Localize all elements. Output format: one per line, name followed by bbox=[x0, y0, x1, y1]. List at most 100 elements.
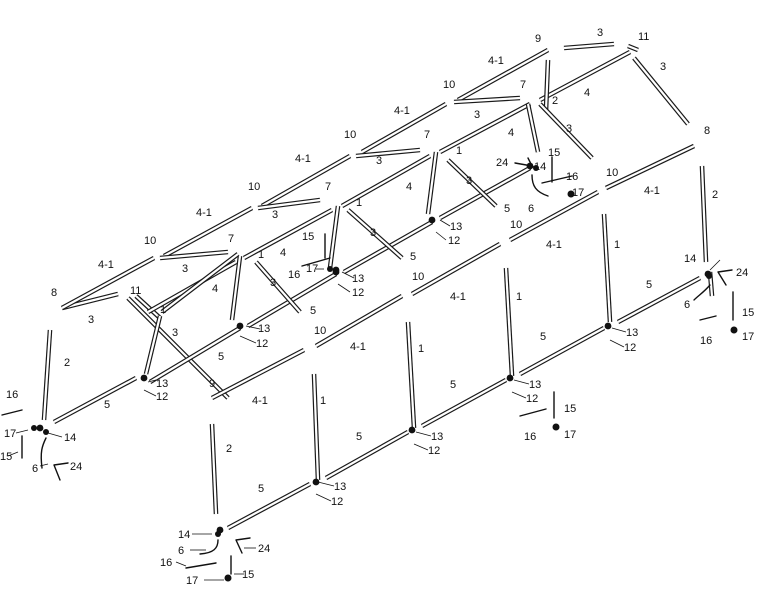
tube-highlight bbox=[135, 295, 161, 319]
tube-highlight bbox=[453, 96, 521, 104]
tube-highlight bbox=[504, 267, 514, 377]
label-5: 5 bbox=[310, 305, 316, 317]
label-1: 1 bbox=[614, 239, 620, 251]
label-14: 14 bbox=[534, 161, 546, 173]
label-4-1: 4-1 bbox=[98, 259, 114, 271]
tube-highlight bbox=[315, 295, 403, 347]
tube-highlight bbox=[457, 49, 549, 101]
label-12: 12 bbox=[352, 287, 364, 299]
label-17: 17 bbox=[186, 575, 198, 587]
tube-highlight bbox=[257, 198, 321, 210]
label-5: 5 bbox=[410, 251, 416, 263]
label-6: 6 bbox=[178, 545, 184, 557]
label-15: 15 bbox=[242, 569, 254, 581]
fitting bbox=[312, 478, 320, 486]
tube-highlight bbox=[127, 297, 229, 399]
label-5: 5 bbox=[646, 279, 652, 291]
label-17: 17 bbox=[572, 187, 584, 199]
label-4-1: 4-1 bbox=[546, 239, 562, 251]
pin-24 bbox=[235, 537, 251, 554]
frame-fittings bbox=[36, 162, 712, 534]
label-1: 1 bbox=[456, 145, 462, 157]
elbow-6 bbox=[199, 539, 219, 555]
label-8: 8 bbox=[704, 125, 710, 137]
label-9: 9 bbox=[535, 33, 541, 45]
label-5: 5 bbox=[356, 431, 362, 443]
label-4: 4 bbox=[280, 247, 286, 259]
label-10: 10 bbox=[248, 181, 260, 193]
label-3: 3 bbox=[474, 109, 480, 121]
label-4-1: 4-1 bbox=[644, 185, 660, 197]
tube-highlight bbox=[602, 213, 612, 323]
stake-16 bbox=[541, 175, 573, 184]
elbow-6 bbox=[531, 174, 549, 197]
label-4: 4 bbox=[406, 181, 412, 193]
label-5: 5 bbox=[450, 379, 456, 391]
label-4: 4 bbox=[212, 283, 218, 295]
label-16: 16 bbox=[700, 335, 712, 347]
label-2: 2 bbox=[712, 189, 718, 201]
tube-highlight bbox=[421, 379, 507, 427]
label-17: 17 bbox=[742, 331, 754, 343]
label-15: 15 bbox=[564, 403, 576, 415]
label-12: 12 bbox=[526, 393, 538, 405]
tube-highlight bbox=[341, 155, 431, 207]
label-1: 1 bbox=[356, 197, 362, 209]
tube-highlight bbox=[544, 59, 550, 111]
stake-16 bbox=[185, 562, 217, 569]
label-14: 14 bbox=[684, 253, 696, 265]
label-16: 16 bbox=[288, 269, 300, 281]
stake-16 bbox=[699, 315, 717, 321]
label-14: 14 bbox=[178, 529, 190, 541]
tube-highlight bbox=[617, 277, 701, 323]
fitting bbox=[236, 322, 244, 330]
tube-highlight bbox=[159, 250, 229, 260]
tube-highlight bbox=[42, 329, 52, 421]
tube-highlight bbox=[211, 349, 305, 399]
label-10: 10 bbox=[510, 219, 522, 231]
hardware-parts bbox=[1, 156, 738, 582]
label-11: 11 bbox=[130, 285, 141, 297]
label-24: 24 bbox=[496, 157, 508, 169]
pin-24 bbox=[514, 157, 533, 167]
stake-16 bbox=[301, 257, 331, 267]
label-4-1: 4-1 bbox=[488, 55, 504, 67]
label-12: 12 bbox=[156, 391, 168, 403]
label-12: 12 bbox=[428, 445, 440, 457]
label-1: 1 bbox=[516, 291, 522, 303]
fitting bbox=[36, 424, 44, 432]
label-3: 3 bbox=[597, 27, 603, 39]
label-10: 10 bbox=[606, 167, 618, 179]
label-10: 10 bbox=[314, 325, 326, 337]
label-4-1: 4-1 bbox=[196, 207, 212, 219]
label-1: 1 bbox=[160, 304, 166, 316]
leader-lines bbox=[7, 164, 721, 581]
label-3: 3 bbox=[172, 327, 178, 339]
tube-highlight bbox=[526, 103, 540, 153]
label-15: 15 bbox=[742, 307, 754, 319]
fitting bbox=[428, 216, 436, 224]
label-3: 3 bbox=[660, 61, 666, 73]
label-13: 13 bbox=[529, 379, 541, 391]
label-3: 3 bbox=[370, 227, 376, 239]
tube-highlight bbox=[627, 44, 639, 52]
label-3: 3 bbox=[88, 314, 94, 326]
label-5: 5 bbox=[540, 331, 546, 343]
label-3: 3 bbox=[376, 155, 382, 167]
label-24: 24 bbox=[70, 461, 82, 473]
pin-24 bbox=[53, 462, 69, 481]
part-labels: 8 3 11 1 2 3 5 13 12 5 9 4-1 2 16 17 14 … bbox=[0, 27, 754, 587]
label-7: 7 bbox=[325, 181, 331, 193]
tube-highlight bbox=[447, 159, 497, 207]
label-12: 12 bbox=[331, 496, 343, 508]
label-10: 10 bbox=[344, 129, 356, 141]
stake-16 bbox=[1, 409, 23, 416]
label-1: 1 bbox=[320, 395, 326, 407]
tube-highlight bbox=[347, 209, 403, 259]
fitting bbox=[506, 374, 514, 382]
tube-highlight bbox=[325, 431, 409, 479]
label-6: 6 bbox=[528, 203, 534, 215]
label-16: 16 bbox=[160, 557, 172, 569]
tube-highlight bbox=[243, 209, 333, 259]
